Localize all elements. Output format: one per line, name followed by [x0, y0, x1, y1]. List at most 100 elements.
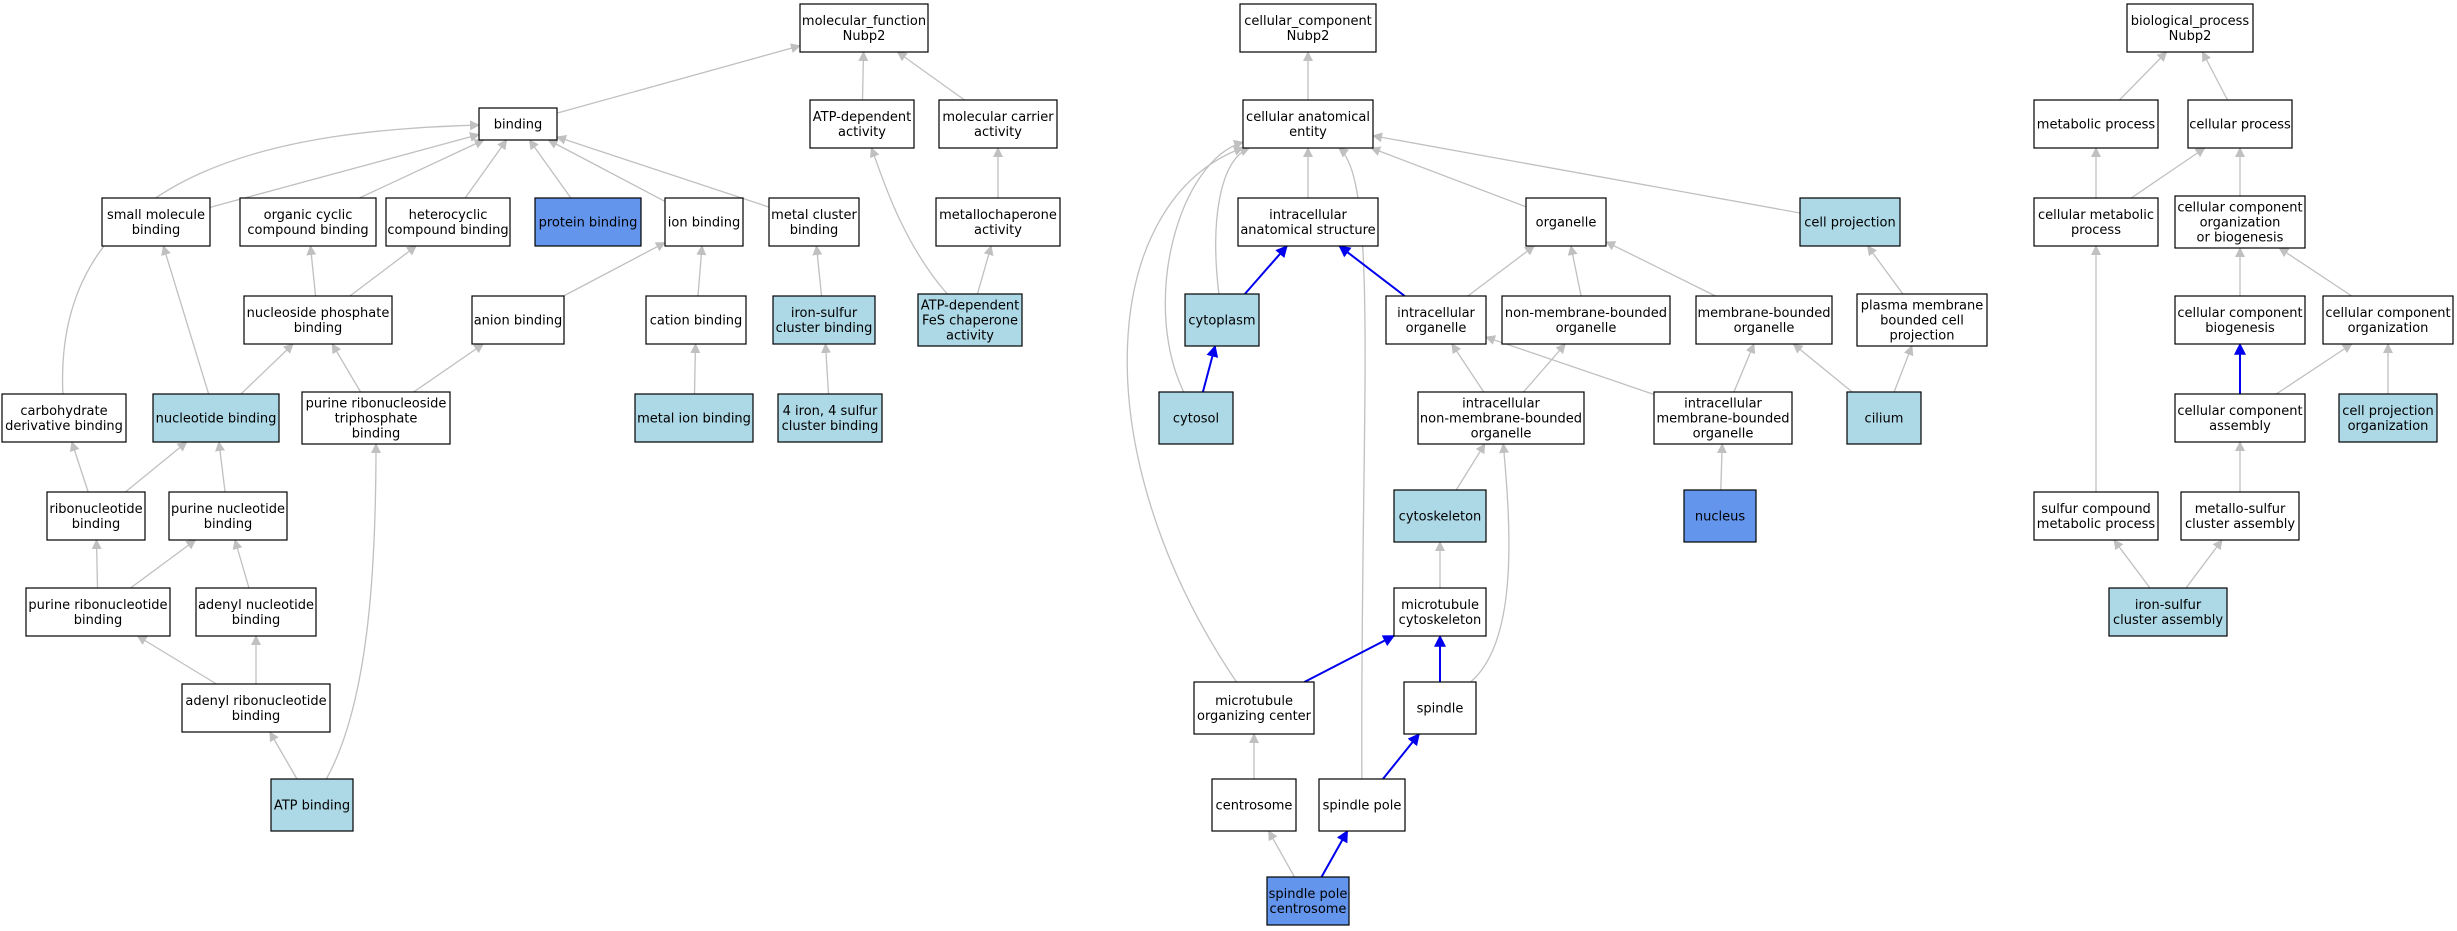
edge-atp_b-to-pur_ribonucleoside	[325, 443, 381, 780]
node-label-fes_cluster: cluster binding	[776, 321, 873, 336]
node-box-isca	[2108, 587, 2228, 637]
node-label-binding: binding	[494, 118, 542, 133]
node-box-protein_b	[534, 197, 642, 247]
node-spindle_pole[interactable]: spindle pole	[1318, 778, 1406, 832]
node-cell_proc[interactable]: cellular process	[2187, 99, 2293, 149]
node-cytoskeleton[interactable]: cytoskeleton	[1393, 489, 1487, 543]
node-box-cytoplasm	[1184, 293, 1260, 347]
edge-cytoplasm-to-ias	[1244, 245, 1288, 295]
node-cilium[interactable]: cilium	[1846, 391, 1922, 445]
node-ic_nmb[interactable]: intracellularnon-membrane-boundedorganel…	[1417, 391, 1585, 445]
edge-ic_mb-to-ic_org	[1485, 335, 1655, 396]
edge-organelle-to-cae	[1370, 146, 1527, 208]
node-cell_proj[interactable]: cell projection	[1799, 197, 1901, 247]
edge-cilium-to-mb_org	[1792, 343, 1853, 393]
node-box-cae	[1242, 99, 1374, 149]
node-nucleotide_b[interactable]: nucleotide binding	[152, 393, 280, 443]
node-label-nuc_phos: nucleoside phosphate	[247, 306, 390, 321]
node-label-mt_cytoskel: cytoskeleton	[1399, 613, 1482, 628]
node-box-ic_org	[1385, 295, 1487, 345]
node-metab[interactable]: metabolic process	[2033, 99, 2159, 149]
node-box-sulfur_metab	[2033, 491, 2159, 541]
node-protein_b[interactable]: protein binding	[534, 197, 642, 247]
node-spindle[interactable]: spindle	[1403, 681, 1477, 735]
node-atp_b[interactable]: ATP binding	[270, 778, 354, 832]
node-metal_ion[interactable]: metal ion binding	[634, 393, 754, 443]
node-box-adenyl_nuc	[195, 587, 317, 637]
node-box-nucleotide_b	[152, 393, 280, 443]
node-binding[interactable]: binding	[478, 107, 558, 141]
edge-nucleotide_b-to-small_mol	[161, 245, 210, 395]
node-cation_b[interactable]: cation binding	[645, 295, 747, 345]
edge-cell_proc-to-bp	[2201, 51, 2229, 101]
node-label-ion_b: ion binding	[668, 216, 740, 231]
node-box-cell_metab	[2033, 197, 2159, 247]
node-label-ccb: cellular component	[2177, 306, 2302, 321]
node-box-spindle	[1403, 681, 1477, 735]
node-box-ias	[1237, 197, 1379, 247]
node-ion_b[interactable]: ion binding	[664, 197, 744, 247]
node-box-atp_fes	[917, 293, 1023, 347]
edge-atp_b-to-adenyl_ribonuc	[269, 731, 298, 780]
edge-cco-to-ccob	[2278, 247, 2353, 297]
node-cytoplasm[interactable]: cytoplasm	[1184, 293, 1260, 347]
node-cytosol[interactable]: cytosol	[1158, 391, 1234, 445]
node-box-metal_cluster	[768, 197, 860, 247]
node-label-anion_b: anion binding	[474, 314, 563, 329]
node-label-cell_proc: cellular process	[2189, 118, 2291, 133]
node-centrosome[interactable]: centrosome	[1211, 778, 1297, 832]
node-nucleus[interactable]: nucleus	[1683, 489, 1757, 543]
node-box-mol_carrier	[938, 99, 1058, 149]
node-box-cilium	[1846, 391, 1922, 445]
node-label-cell_proj: cell projection	[1804, 216, 1895, 231]
node-label-pur_ribonucleoside: purine ribonucleoside	[306, 397, 447, 412]
node-box-anion_b	[471, 295, 565, 345]
node-organelle[interactable]: organelle	[1525, 197, 1607, 247]
node-anion_b[interactable]: anion binding	[471, 295, 565, 345]
node-box-nuc_phos	[243, 295, 393, 345]
node-label-mf: molecular_function	[802, 14, 926, 29]
node-label-ic_nmb: organelle	[1471, 427, 1532, 442]
node-label-metal_ion: metal ion binding	[637, 412, 751, 427]
